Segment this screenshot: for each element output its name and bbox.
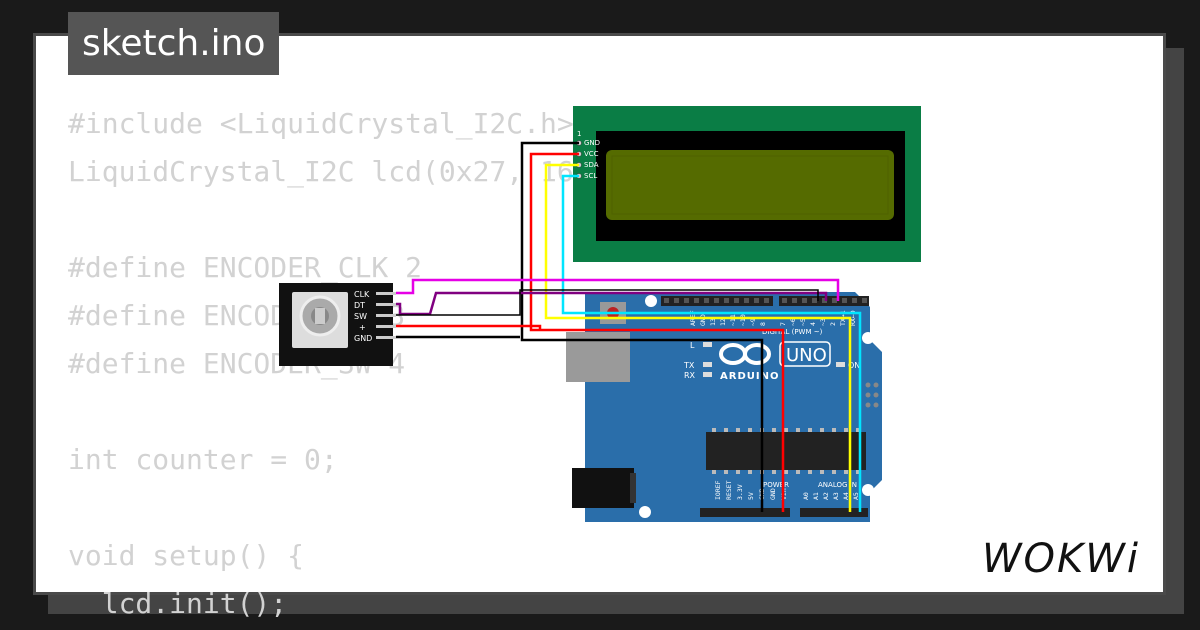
digital-pin-label: 13 (709, 318, 717, 326)
code-line: #define ENCODER_CLK 2 (68, 251, 423, 284)
arduino-model-label: UNO (786, 345, 827, 366)
digital-pin-label: 7 (779, 322, 787, 326)
wires (396, 141, 862, 512)
wire-cyan (561, 174, 862, 512)
power-pin-label: GND (769, 488, 777, 500)
arduino-infinity-icon (719, 343, 771, 365)
analog-pin-label: A0 (802, 492, 810, 500)
wire-yellow (544, 163, 852, 512)
digital-pin-label: ~5 (799, 318, 807, 326)
code-line: #include <LiquidCrystal_I2C.h> (68, 107, 574, 140)
analog-pin-label: A4 (842, 492, 850, 500)
analog-pin-label: A3 (832, 492, 840, 500)
digital-pin-label: 2 (829, 322, 837, 326)
tx-led-label: TX (683, 361, 695, 370)
wire-purple (396, 291, 828, 316)
wokwi-logo: WOKWi (982, 536, 1140, 582)
digital-pin-label: 8 (759, 322, 767, 326)
encoder-pin-label: SW (354, 312, 367, 321)
power-pin-label: 3.3V (736, 484, 744, 500)
analog-header-label: ANALOG IN (818, 481, 857, 489)
digital-pin-label: GND (699, 314, 707, 326)
svg-text:WOKWi: WOKWi (982, 536, 1140, 582)
wire-magenta (396, 278, 840, 301)
lcd-pin-label: SDA (584, 161, 599, 169)
on-led-label: ON (848, 361, 860, 370)
code-line: lcd.init(); (68, 587, 288, 620)
power-pin-label: RESET (725, 480, 733, 500)
analog-pin-label: A2 (822, 492, 830, 500)
code-line: int counter = 0; (68, 443, 338, 476)
wire-red (529, 152, 785, 512)
digital-pin-label: ~3 (819, 318, 827, 326)
encoder-pin-label: CLK (354, 290, 370, 299)
digital-pin-label: ~11 (729, 314, 737, 326)
file-tab[interactable]: sketch.ino (68, 12, 280, 75)
rx-led-label: RX (684, 371, 696, 380)
digital-pin-label: ~6 (789, 318, 797, 326)
digital-pin-label: ~10 (739, 314, 747, 326)
power-header-label: POWER (763, 481, 789, 489)
rotary-encoder[interactable]: CLK DT SW + GND (279, 283, 396, 366)
lcd-display[interactable]: 1 GND VCC SDA SCL (573, 106, 921, 262)
lcd-pin-label: 1 (577, 130, 581, 138)
code-line: void setup() { (68, 539, 305, 572)
digital-pin-label: ~9 (749, 318, 757, 326)
analog-pin-label: A5 (852, 492, 860, 500)
wire-black (396, 289, 819, 316)
power-pin-label: IOREF (714, 480, 722, 500)
digital-pin-label: RX←0 (849, 310, 857, 326)
lcd-pin-label: VCC (584, 150, 599, 158)
l-led-label: L (690, 341, 695, 350)
digital-pin-label: 4 (809, 322, 817, 326)
arduino-uno-board[interactable]: L TX RX ON DIGITAL (PWM ~) POWER ANALOG … (566, 292, 882, 522)
arduino-brand-label: ARDUINO (720, 371, 779, 382)
power-pin-label: 5V (747, 492, 755, 500)
encoder-pin-label: GND (354, 334, 372, 343)
digital-pin-label: 12 (719, 318, 727, 326)
digital-header-label: DIGITAL (PWM ~) (762, 328, 823, 336)
lcd-pin-label: GND (584, 139, 600, 147)
encoder-pin-label: DT (354, 301, 365, 310)
wire-black (520, 141, 764, 512)
lcd-pin-label: SCL (584, 172, 597, 180)
analog-pin-label: A1 (812, 492, 820, 500)
encoder-pin-label: + (359, 323, 366, 332)
wire-red (396, 324, 542, 330)
